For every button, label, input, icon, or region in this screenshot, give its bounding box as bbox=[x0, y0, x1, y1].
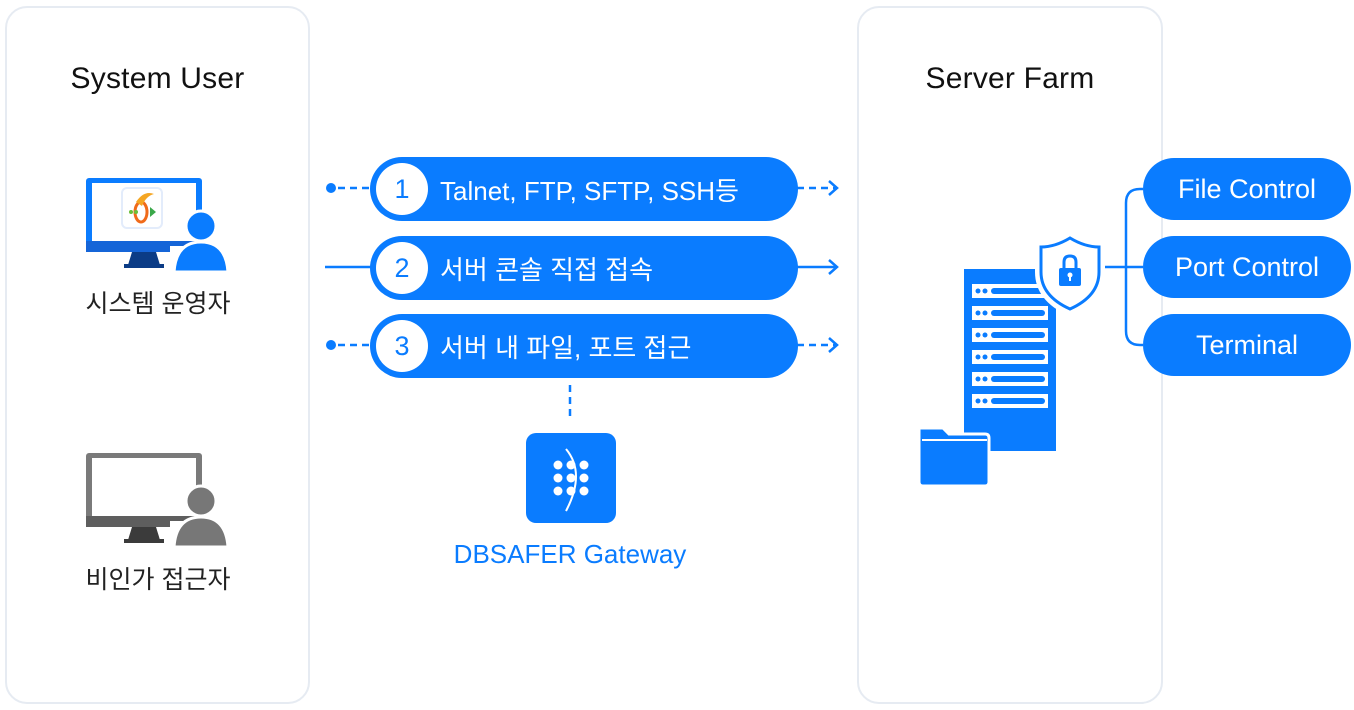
flow-1-number: 1 bbox=[376, 163, 428, 215]
flow-3-number: 3 bbox=[376, 320, 428, 372]
flow-2-pill: 2 서버 콘솔 직접 접속 bbox=[370, 236, 798, 300]
flow-1-pill: 1 Talnet, FTP, SFTP, SSH등 bbox=[370, 157, 798, 221]
flow-2-connector bbox=[325, 259, 839, 275]
arrow-right-icon bbox=[828, 180, 839, 196]
controls-bracket bbox=[1100, 187, 1143, 347]
gateway-label: DBSAFER Gateway bbox=[453, 539, 687, 569]
flow-3-label: 서버 내 파일, 포트 접근 bbox=[440, 332, 692, 363]
unauthorized-accessor-label: 비인가 접근자 bbox=[85, 566, 231, 594]
server-farm-title: Server Farm bbox=[925, 62, 1095, 95]
file-control-pill: File Control bbox=[1143, 158, 1351, 220]
flow-3-connector bbox=[326, 337, 839, 353]
flow-3-pill: 3 서버 내 파일, 포트 접근 bbox=[370, 314, 798, 378]
app-logo-icon bbox=[121, 187, 163, 229]
flow-1-connector bbox=[326, 180, 839, 196]
terminal-pill: Terminal bbox=[1143, 314, 1351, 376]
dbsafer-gateway-icon bbox=[526, 433, 616, 523]
server-rack-icon bbox=[964, 269, 1056, 451]
shield-lock-icon bbox=[1035, 231, 1105, 317]
folder-icon bbox=[917, 426, 991, 488]
system-user-panel: System User bbox=[5, 6, 310, 704]
unauthorized-accessor-monitor-user-icon bbox=[86, 453, 230, 549]
arrow-right-icon bbox=[828, 259, 839, 275]
flow-2-number: 2 bbox=[376, 242, 428, 294]
port-control-pill: Port Control bbox=[1143, 236, 1351, 298]
flow-1-label: Talnet, FTP, SFTP, SSH등 bbox=[440, 175, 739, 206]
system-user-title: System User bbox=[70, 62, 245, 95]
flow-2-label: 서버 콘솔 직접 접속 bbox=[440, 254, 654, 285]
system-operator-label: 시스템 운영자 bbox=[85, 290, 231, 318]
arrow-right-icon bbox=[828, 337, 839, 353]
server-farm-illustration bbox=[917, 231, 1105, 488]
system-operator-monitor-user-icon bbox=[86, 178, 230, 274]
